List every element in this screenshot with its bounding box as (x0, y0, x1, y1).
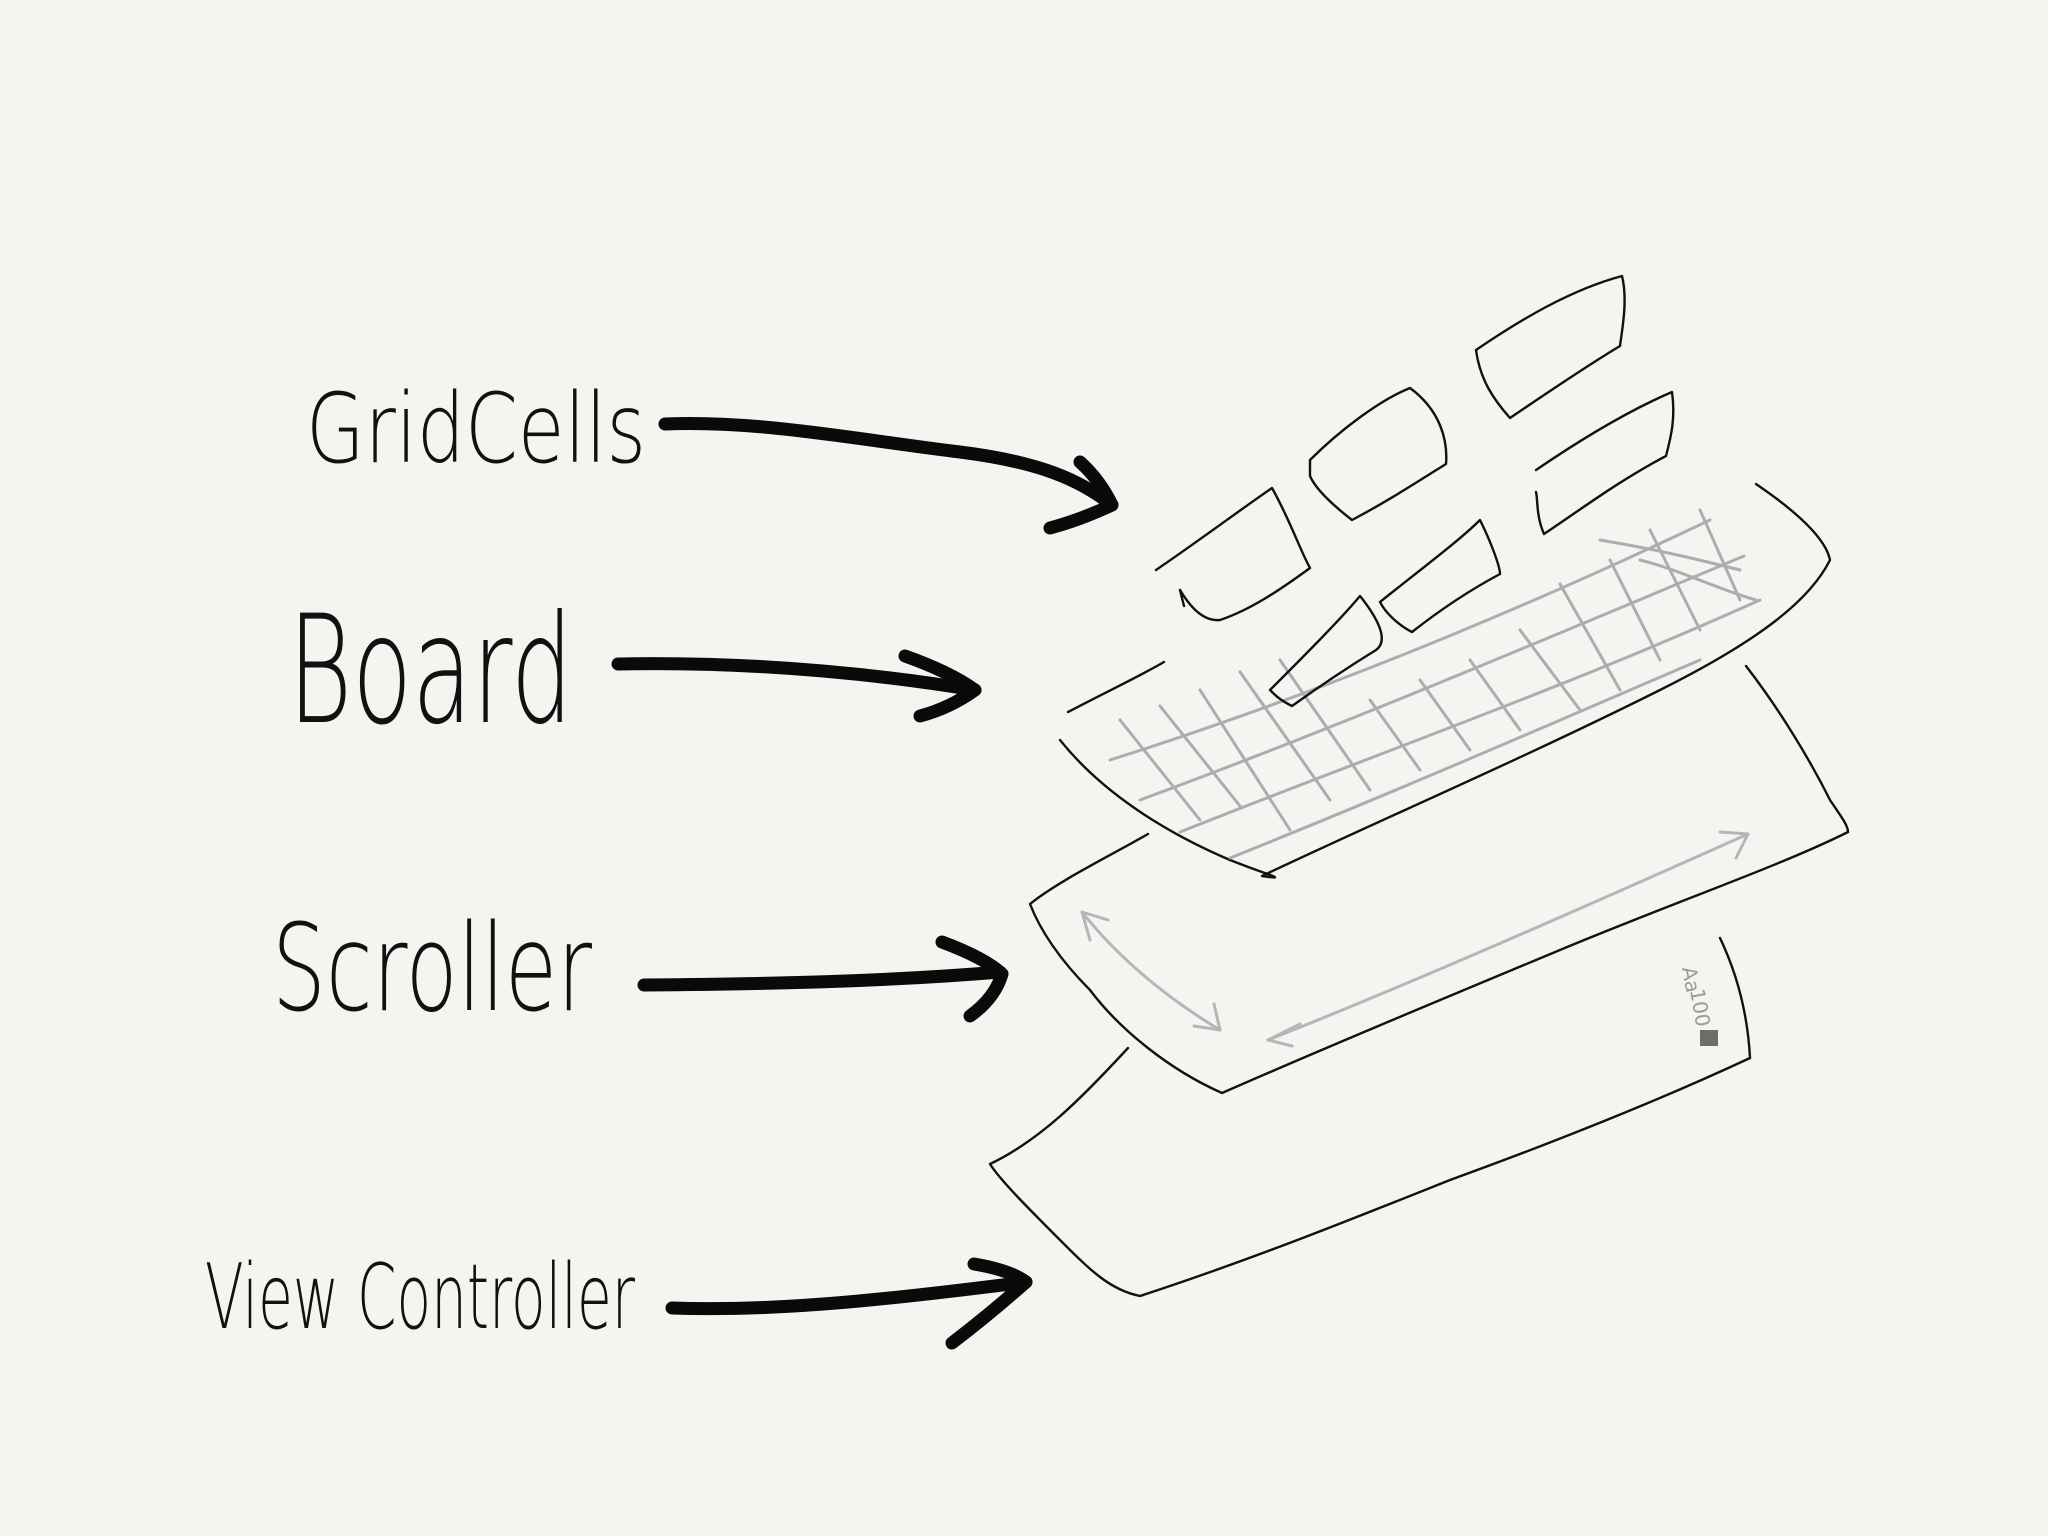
grid-cell (1308, 386, 1448, 522)
view-controller-layer: Aa 100 (988, 936, 1752, 1298)
grid-cell (1178, 588, 1186, 608)
gridcells-layer (1154, 274, 1675, 708)
grid-cell (1268, 594, 1383, 708)
status-square-icon (1700, 1030, 1718, 1046)
board-grid (1108, 508, 1762, 860)
scroll-horizontal-arrow (1266, 832, 1750, 1042)
svg-text:Aa: Aa (1677, 965, 1705, 995)
grid-cell (1154, 486, 1312, 622)
arrow-board (611, 649, 982, 723)
board-layer (1058, 482, 1832, 879)
label-scroller: Scroller (272, 900, 592, 1039)
label-board: Board (288, 584, 573, 758)
grid-cell (1474, 274, 1626, 420)
grid-cell (1534, 390, 1675, 536)
arrow-gridcells (658, 417, 1119, 535)
arrow-scroller (637, 935, 1009, 1023)
label-gridcells: GridCells (306, 373, 646, 485)
svg-text:100: 100 (1685, 987, 1715, 1029)
arrow-view-controller (665, 1257, 1033, 1350)
scroller-layer (1028, 664, 1850, 1095)
label-view-controller: View Controller (205, 1245, 635, 1350)
scroll-vertical-arrow (1080, 910, 1222, 1032)
grid-cell (1378, 518, 1502, 634)
